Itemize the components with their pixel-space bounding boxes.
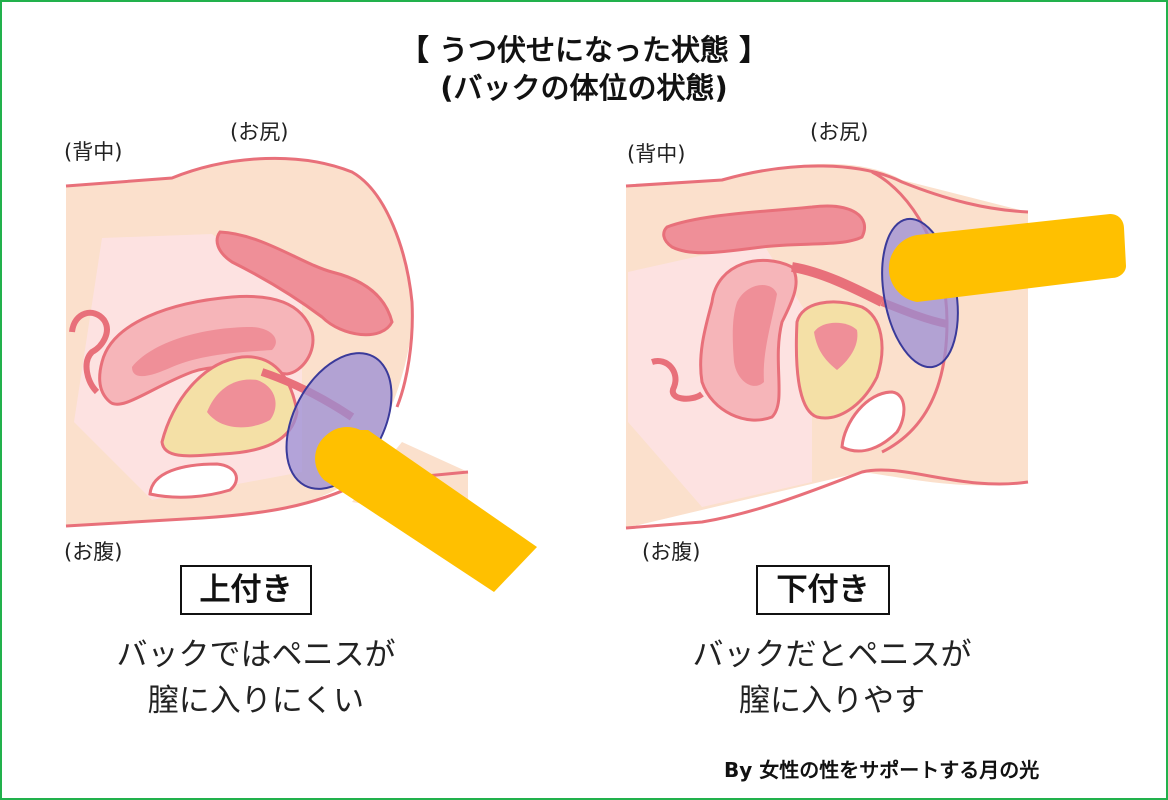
left-description: バックではペニスが 膣に入りにくい: [98, 632, 414, 724]
right-label-buttocks: (お尻): [810, 120, 869, 144]
right-belly-outline: [625, 468, 1029, 530]
left-back-outline: [65, 156, 414, 408]
left-bladder-inner: [207, 379, 276, 428]
left-uterus-inner: [132, 327, 276, 377]
title-line-2: (バックの体位の状態): [440, 71, 728, 105]
right-tag-box: 下付き: [756, 565, 890, 615]
right-uterine-stalk: [791, 262, 885, 307]
right-fallopian-tube: [651, 358, 704, 402]
left-label-buttocks: (お尻): [230, 120, 289, 144]
right-pubic-bone: [840, 390, 906, 453]
right-back-outline: [625, 164, 1029, 214]
right-uterus-inner: [732, 284, 777, 386]
right-rectum: [662, 204, 866, 255]
right-description-line-2: 膣に入りやす: [739, 683, 925, 719]
left-rectum: [215, 230, 394, 337]
right-description: バックだとペニスが 膣に入りやす: [674, 632, 990, 724]
right-label-belly: (お腹): [642, 540, 701, 564]
left-penis-tip: [317, 427, 377, 487]
right-penis-object: [888, 214, 1126, 302]
left-tag-box: 上付き: [180, 565, 312, 615]
right-label-back: (背中): [627, 142, 686, 166]
left-label-belly: (お腹): [64, 540, 123, 564]
left-label-back: (背中): [64, 140, 123, 164]
title-line-1: 【 うつ伏せになった状態 】: [399, 33, 769, 67]
right-bladder-inner: [814, 322, 858, 370]
right-description-line-1: バックだとペニスが: [692, 637, 972, 673]
left-description-line-2: 膣に入りにくい: [147, 683, 365, 719]
left-fallopian-tube: [69, 309, 110, 395]
left-pubic-bone: [148, 462, 238, 499]
credit-text: By 女性の性をサポートする月の光: [724, 758, 1040, 782]
left-description-line-1: バックではペニスが: [116, 637, 396, 673]
